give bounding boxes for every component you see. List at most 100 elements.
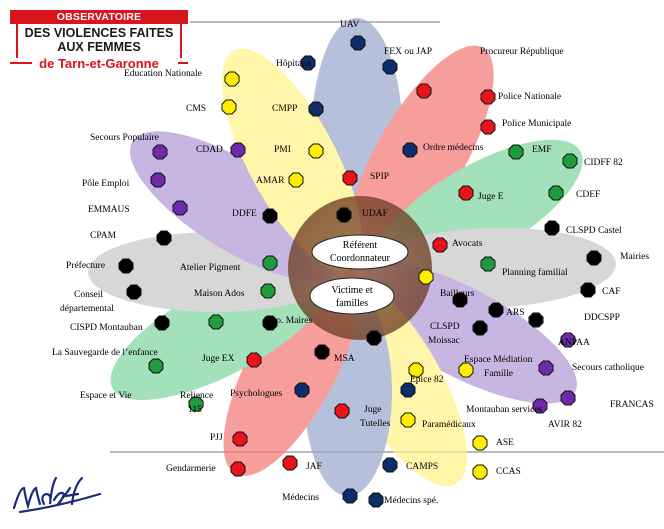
label-avocats: Avocats (452, 239, 483, 249)
node-black-21 (262, 208, 278, 224)
partner-nodes (118, 35, 602, 508)
node-purple-20 (172, 200, 188, 216)
label-mairies: Mairies (620, 252, 649, 262)
label-ddfe: DDFE (232, 209, 257, 219)
label-ccas: CCAS (496, 467, 521, 477)
label-cdef: CDEF (576, 190, 600, 200)
label-espace-mediation-line2: Famille (484, 369, 513, 379)
label-hopitaux: Hôpitaux (276, 59, 312, 69)
label-police-nationale: Police Nationale (498, 92, 561, 102)
node-red-59 (282, 455, 298, 471)
label-espace-vie: Espace et Vie (80, 391, 131, 401)
label-education: Education Nationale (124, 69, 202, 79)
node-purple-50 (560, 390, 576, 406)
label-ddcspp: DDCSPP (584, 313, 620, 323)
logo-line1: OBSERVATOIRE DEPARTEMENTAL (10, 10, 188, 37)
node-black-35 (488, 302, 504, 318)
node-black-27 (118, 258, 134, 274)
node-purple-10 (230, 142, 246, 158)
label-conseil-line2: départemental (60, 304, 114, 314)
node-black-37 (262, 315, 278, 331)
label-cidff: CIDFF 82 (584, 158, 623, 168)
label-cpam: CPAM (90, 231, 117, 241)
node-black-38 (472, 320, 488, 336)
logo-line2b: AUX FEMMES (57, 39, 141, 54)
logo-line2a: DES VIOLENCES FAITES (24, 26, 174, 40)
node-black-39 (528, 312, 544, 328)
node-green-51 (188, 396, 204, 412)
label-ars: ARS (506, 308, 524, 318)
label-amar: AMAR (256, 176, 285, 186)
victime-oval (309, 277, 395, 315)
node-black-36 (154, 315, 170, 331)
label-cmpp: CMPP (272, 104, 297, 114)
referent-oval (311, 234, 409, 270)
node-red-25 (432, 237, 448, 253)
node-yellow-57 (472, 435, 488, 451)
label-clspd-castel: CLSPD Castel (566, 226, 622, 236)
label-juge-tutelles-line2: Tutelles (360, 419, 391, 429)
label-udaf: UDAF (362, 209, 388, 219)
node-green-41 (208, 314, 224, 330)
label-fex-jap: FEX ou JAP (384, 47, 432, 57)
node-yellow-44 (458, 362, 474, 378)
label-secours-catholique: Secours catholique (572, 363, 644, 373)
label-medecins-spe: Médecins spé. (384, 496, 438, 506)
label-cispd-montauban: CISPD Montauban (70, 323, 143, 333)
node-navy-2 (382, 59, 398, 75)
label-atelier-pigment: Atelier Pigment (180, 263, 241, 273)
label-cdad: CDAD (196, 145, 223, 155)
victime-line1: Victime et (331, 285, 373, 296)
node-red-19 (458, 185, 474, 201)
label-juge-ex: Juge EX (202, 354, 235, 364)
label-epice: Epice 82 (410, 375, 444, 385)
node-green-28 (262, 255, 278, 271)
node-navy-1 (300, 55, 316, 71)
node-purple-40 (560, 332, 576, 348)
label-bailleurs: Bailleurs (440, 289, 475, 299)
node-black-46 (314, 344, 330, 360)
label-clspd-moissac-line1: CLSPD (430, 322, 460, 332)
label-asso-maires: Asso. Maires (262, 316, 312, 326)
node-black-31 (580, 282, 596, 298)
logo-line3: de Tarn-et-Garonne (10, 56, 188, 72)
node-green-29 (480, 256, 496, 272)
label-uav: UAV (340, 20, 359, 30)
label-ordre-medecins: Ordre médecins (423, 143, 484, 153)
node-purple-54 (532, 398, 548, 414)
label-procureur: Procureur République (480, 47, 564, 57)
label-caf: CAF (602, 287, 620, 297)
node-black-26 (586, 250, 602, 266)
node-green-18 (548, 185, 564, 201)
node-yellow-6 (221, 99, 237, 115)
node-black-42 (366, 330, 382, 346)
node-red-5 (480, 89, 496, 105)
petal-social-left (129, 131, 343, 281)
label-clspd-moissac-line2: Moissac (428, 336, 460, 346)
node-green-33 (260, 283, 276, 299)
label-maison-ados: Maison Ados (194, 289, 245, 299)
node-yellow-11 (308, 143, 324, 159)
node-yellow-55 (400, 412, 416, 428)
node-black-22 (336, 207, 352, 223)
label-pjj: PJJ (210, 433, 223, 443)
partner-labels: UAV Hôpitaux FEX ou JAP Procureur Républ… (52, 20, 654, 506)
label-camps: CAMPS (406, 462, 438, 472)
referent-line1: Référent (343, 240, 378, 251)
node-navy-12 (402, 142, 418, 158)
label-sauvegarde: La Sauvegarde de l’enfance (52, 347, 158, 358)
label-relience-line2: 115 (188, 405, 202, 415)
label-gendarmerie: Gendarmerie (166, 464, 216, 474)
label-francas: FRANCAS (610, 400, 654, 410)
node-green-14 (562, 153, 578, 169)
label-jaf: JAF (306, 462, 322, 472)
node-red-56 (232, 431, 248, 447)
label-secours-populaire: Secours Populaire (90, 133, 159, 143)
node-navy-48 (294, 382, 310, 398)
label-police-municipale: Police Municipale (502, 119, 571, 129)
label-juge-tutelles-line1: Juge (364, 405, 381, 415)
label-montauban-services: Montauban services (466, 405, 543, 415)
label-relience-line1: Relience (180, 391, 213, 401)
node-red-45 (246, 352, 262, 368)
